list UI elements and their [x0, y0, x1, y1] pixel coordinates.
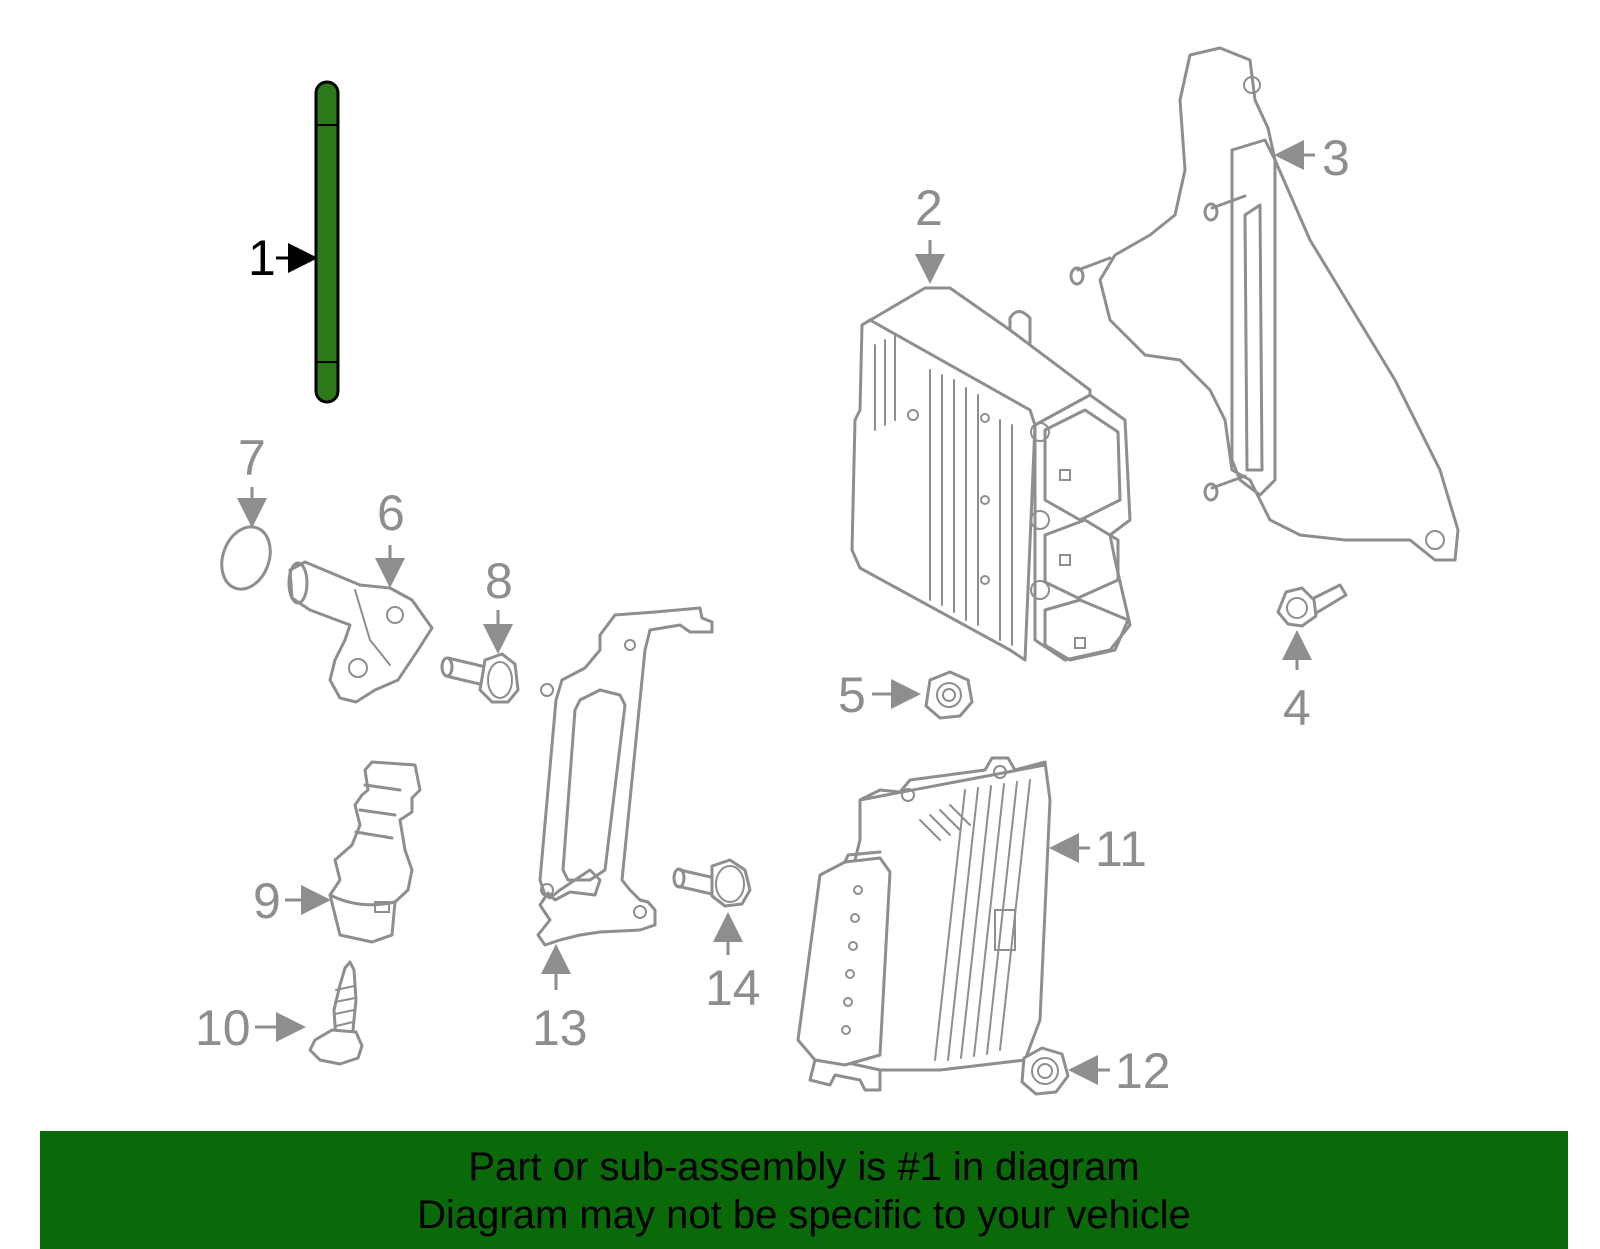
callout-5: 5 [838, 667, 921, 723]
svg-text:3: 3 [1322, 130, 1350, 186]
svg-text:6: 6 [377, 485, 405, 541]
callout-13: 13 [532, 944, 588, 1056]
callout-1: 1 [248, 230, 318, 286]
part-13-bracket[interactable] [536, 606, 714, 947]
svg-text:13: 13 [532, 1000, 588, 1056]
part-10-screw[interactable] [308, 960, 364, 1066]
part-14-bolt[interactable] [672, 858, 752, 908]
part-2-control-module[interactable] [850, 286, 1132, 662]
part-1-rod[interactable] [314, 80, 340, 404]
part-6-sensor[interactable] [287, 560, 434, 704]
svg-text:10: 10 [195, 1000, 251, 1056]
svg-text:14: 14 [705, 960, 761, 1016]
callout-8: 8 [483, 553, 513, 654]
part-7-o-ring[interactable] [213, 520, 278, 596]
svg-text:9: 9 [253, 873, 281, 929]
callout-11: 11 [1049, 821, 1147, 877]
callout-14: 14 [705, 912, 761, 1016]
part-12-nut[interactable] [1020, 1046, 1070, 1096]
svg-text:2: 2 [915, 180, 943, 236]
banner-line-2: Diagram may not be specific to your vehi… [417, 1193, 1191, 1237]
part-4-bolt[interactable] [1276, 583, 1348, 628]
svg-text:11: 11 [1095, 821, 1147, 877]
part-5-nut[interactable] [924, 670, 974, 720]
callout-4: 4 [1282, 630, 1312, 736]
svg-text:4: 4 [1283, 680, 1311, 736]
svg-text:1: 1 [248, 230, 276, 286]
callout-3: 3 [1274, 130, 1350, 186]
svg-text:12: 12 [1115, 1043, 1171, 1099]
callout-2: 2 [915, 180, 945, 284]
callout-6: 6 [375, 485, 405, 588]
part-9-sensor[interactable] [328, 760, 422, 944]
svg-text:8: 8 [485, 553, 513, 609]
callout-9: 9 [253, 873, 331, 929]
disclaimer-banner: Part or sub-assembly is #1 in diagram Di… [40, 1131, 1568, 1249]
part-8-bolt[interactable] [440, 652, 520, 704]
banner-line-1: Part or sub-assembly is #1 in diagram [468, 1145, 1140, 1189]
svg-text:5: 5 [838, 667, 866, 723]
part-11-control-module[interactable] [796, 756, 1052, 1092]
part-3-bracket[interactable] [1069, 46, 1460, 562]
callout-12: 12 [1068, 1043, 1171, 1099]
callout-10: 10 [195, 1000, 306, 1056]
svg-text:7: 7 [238, 430, 266, 486]
callout-7: 7 [237, 430, 267, 528]
